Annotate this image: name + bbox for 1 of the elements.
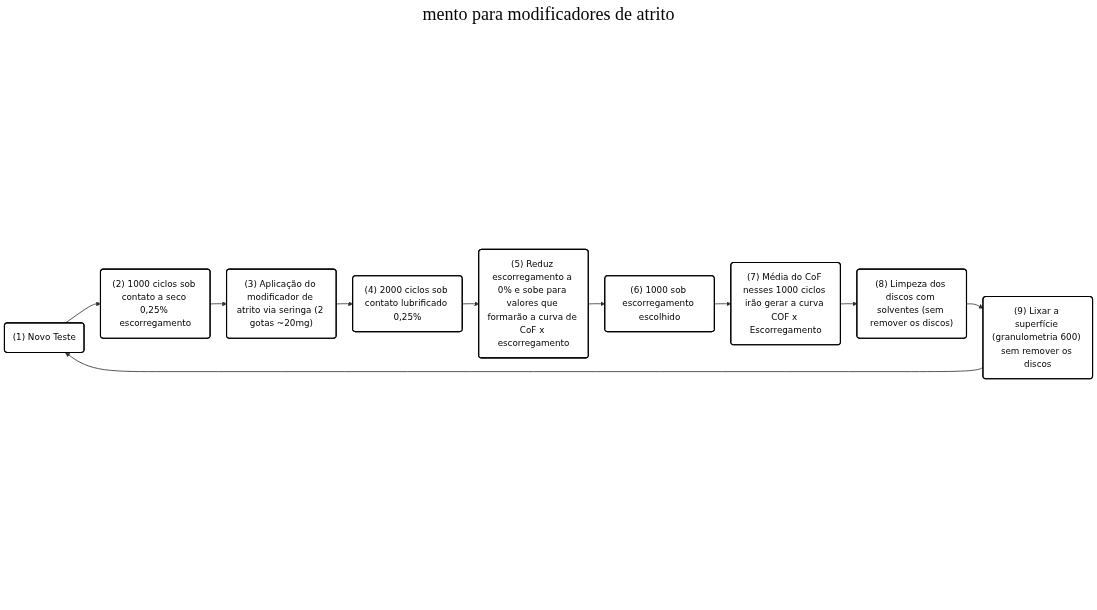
note-text: mento para modificadores de atrito	[422, 4, 675, 24]
